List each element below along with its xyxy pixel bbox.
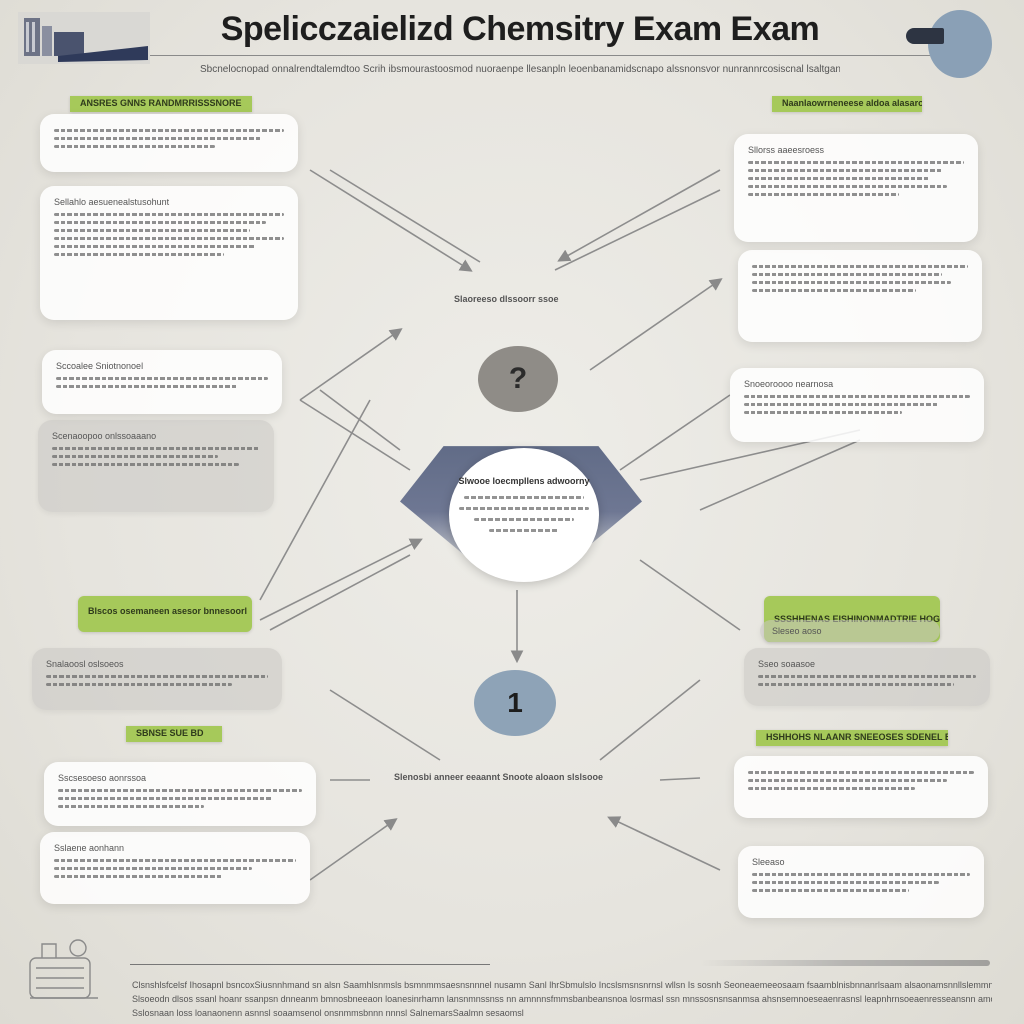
left-tag-1: ANSRES GNNS RANDMRRISSSNORE <box>70 96 252 112</box>
left-card-3-heading: Sccoalee Sniotnonoel <box>56 361 144 371</box>
left-card-7: Sslaene aonhann <box>40 832 310 904</box>
footer-line-1: Clsnshlsfcelsf Ihosapnl bsncoxSiusnnhman… <box>132 980 992 990</box>
question-circle: ? <box>478 346 558 412</box>
right-card-1: Sllorss aaeesroess <box>734 134 978 242</box>
step-number-circle: 1 <box>474 670 556 736</box>
header-thumbnail-image <box>18 12 150 64</box>
building-thumbnail-icon <box>18 12 150 64</box>
corner-badge <box>928 10 992 78</box>
lower-caption: Slenosbi anneer eeaannt Snoote aloaon sl… <box>394 772 604 782</box>
left-card-6-heading: Sscsesoeso aonrssoa <box>58 773 147 783</box>
right-card-2 <box>738 250 982 342</box>
left-card-2-heading: Sellahlo aesuenealstusohunt <box>54 197 170 207</box>
flask-apparatus-icon <box>22 928 106 1012</box>
left-card-1 <box>40 114 298 172</box>
left-card-3: Sccoalee Sniotnonoel <box>42 350 282 414</box>
page-subtitle: Sbcnelocnopad onnalrendtalemdtoo Scrih i… <box>200 64 840 75</box>
right-card-5-heading: Sseo soaasoe <box>758 659 816 669</box>
right-card-7: Sleeaso <box>738 846 984 918</box>
footer-divider-accent <box>700 960 990 966</box>
right-card-3-heading: Snoeoroooo nearnosa <box>744 379 834 389</box>
footer-line-3: Sslosnaan loss loanaonenn asnnsl soaamse… <box>132 1008 524 1018</box>
right-card-4: Sleseo aoso <box>760 620 940 642</box>
left-card-6: Sscsesoeso aonrssoa <box>44 762 316 826</box>
corner-tab-icon <box>906 28 944 44</box>
page-title: Spelicczaielizd Chemsitry Exam Exam <box>220 10 820 48</box>
right-card-5: Sseo soaasoe <box>744 648 990 706</box>
right-card-6 <box>734 756 988 818</box>
right-tag-3: HSHHOHS NLAANR SNEEOSES SDENEL BNIAR <box>756 730 948 746</box>
right-card-4-heading: Sleseo aoso <box>772 626 822 636</box>
title-divider <box>150 55 930 56</box>
left-tag-2: Blscos osemaneen asesor bnnesoorl <box>78 596 252 632</box>
left-card-4: Scenaoopoo onlssoaaano <box>38 420 274 512</box>
left-card-2: Sellahlo aesuenealstusohunt <box>40 186 298 320</box>
upper-caption: Slaoreeso dlssoorr ssoe <box>454 294 559 304</box>
footer-line-2: Slsoeodn dlsos ssanl hoanr ssanpsn dnnea… <box>132 994 992 1004</box>
footer-divider <box>130 964 490 965</box>
right-card-3: Snoeoroooo nearnosa <box>730 368 984 442</box>
left-card-4-heading: Scenaoopoo onlssoaaano <box>52 431 157 441</box>
footer-text: Clsnshlsfcelsf Ihosapnl bsncoxSiusnnhman… <box>132 978 992 1020</box>
left-tag-3: SBNSE SUE BD <box>126 726 222 742</box>
central-hub: Slwooe loecmpllens adwoorny <box>449 448 599 582</box>
right-card-1-heading: Sllorss aaeesroess <box>748 145 825 155</box>
left-card-7-heading: Sslaene aonhann <box>54 843 125 853</box>
right-card-7-heading: Sleeaso <box>752 857 785 867</box>
left-card-5: Snalaoosl oslsoeos <box>32 648 282 710</box>
right-tag-1: Naanlaowrneneese aldoa alasaronor <box>772 96 922 112</box>
left-card-5-heading: Snalaoosl oslsoeos <box>46 659 124 669</box>
hub-title: Slwooe loecmpllens adwoorny <box>458 476 590 486</box>
